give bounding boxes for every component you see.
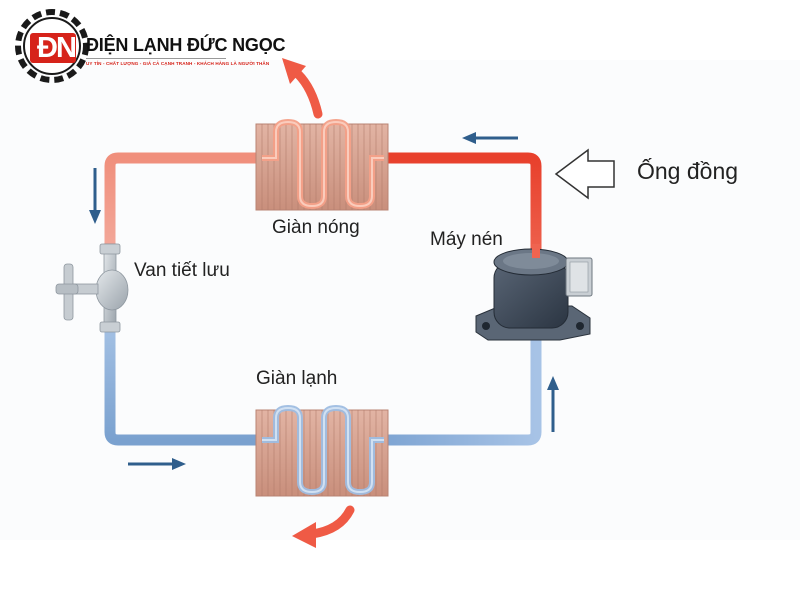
flow-arrow-bottom-right bbox=[128, 458, 186, 470]
cold-pipe-right bbox=[388, 332, 542, 446]
hot-pipe-top-right bbox=[388, 152, 542, 262]
cold-pipe-left bbox=[104, 325, 258, 446]
hot-pipe-top-left bbox=[104, 152, 258, 250]
brand-underline bbox=[86, 58, 226, 59]
evaporator-coil bbox=[255, 404, 389, 497]
flow-arrow-left-down bbox=[89, 168, 101, 224]
valve-label: Van tiết lưu bbox=[134, 260, 230, 281]
flow-arrow-top-left bbox=[462, 132, 518, 144]
brand-tagline: UY TÍN - CHẤT LƯỢNG - GIÁ CẢ CẠNH TRANH … bbox=[86, 61, 270, 66]
compressor-label: Máy nén bbox=[430, 229, 503, 250]
copper-pipe-label: Ống đồng bbox=[637, 158, 739, 184]
brand-name: ĐIỆN LẠNH ĐỨC NGỌC bbox=[86, 35, 286, 55]
valve-icon bbox=[55, 243, 129, 333]
brand-logo: ĐN ĐIỆN LẠNH ĐỨC NGỌC UY TÍN - CHẤT LƯỢN… bbox=[16, 10, 316, 80]
brand-mark-letters: ĐN bbox=[37, 32, 77, 64]
heat-exhaust-arrow bbox=[282, 58, 323, 119]
cold-coil-label: Giàn lạnh bbox=[256, 368, 338, 389]
hot-coil-label: Giàn nóng bbox=[272, 217, 360, 238]
compressor-icon bbox=[475, 244, 593, 341]
cold-air-arrow bbox=[292, 505, 355, 548]
condenser-coil bbox=[255, 118, 389, 211]
brand-logo-mark bbox=[15, 9, 89, 83]
flow-arrow-right-up bbox=[547, 376, 559, 432]
hollow-pointer-arrow bbox=[554, 148, 615, 200]
diagram-background bbox=[0, 60, 800, 540]
